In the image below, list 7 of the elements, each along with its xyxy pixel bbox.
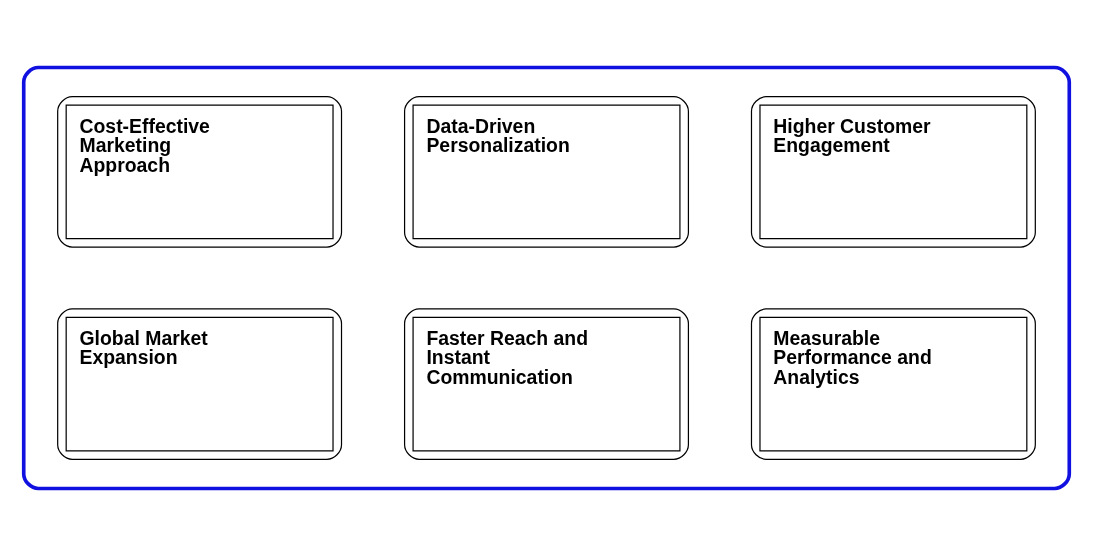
node-box: Global Market Expansion	[57, 307, 343, 460]
node-box: Higher Customer Engagement	[750, 95, 1036, 248]
node-box: Data-Driven Personalization	[404, 95, 689, 248]
node-box: Faster Reach and Instant Communication	[404, 307, 689, 460]
node-box: Measurable Performance and Analytics	[750, 307, 1036, 460]
node-box: Cost-Effective Marketing Approach	[57, 95, 343, 248]
cluster	[21, 65, 1072, 490]
